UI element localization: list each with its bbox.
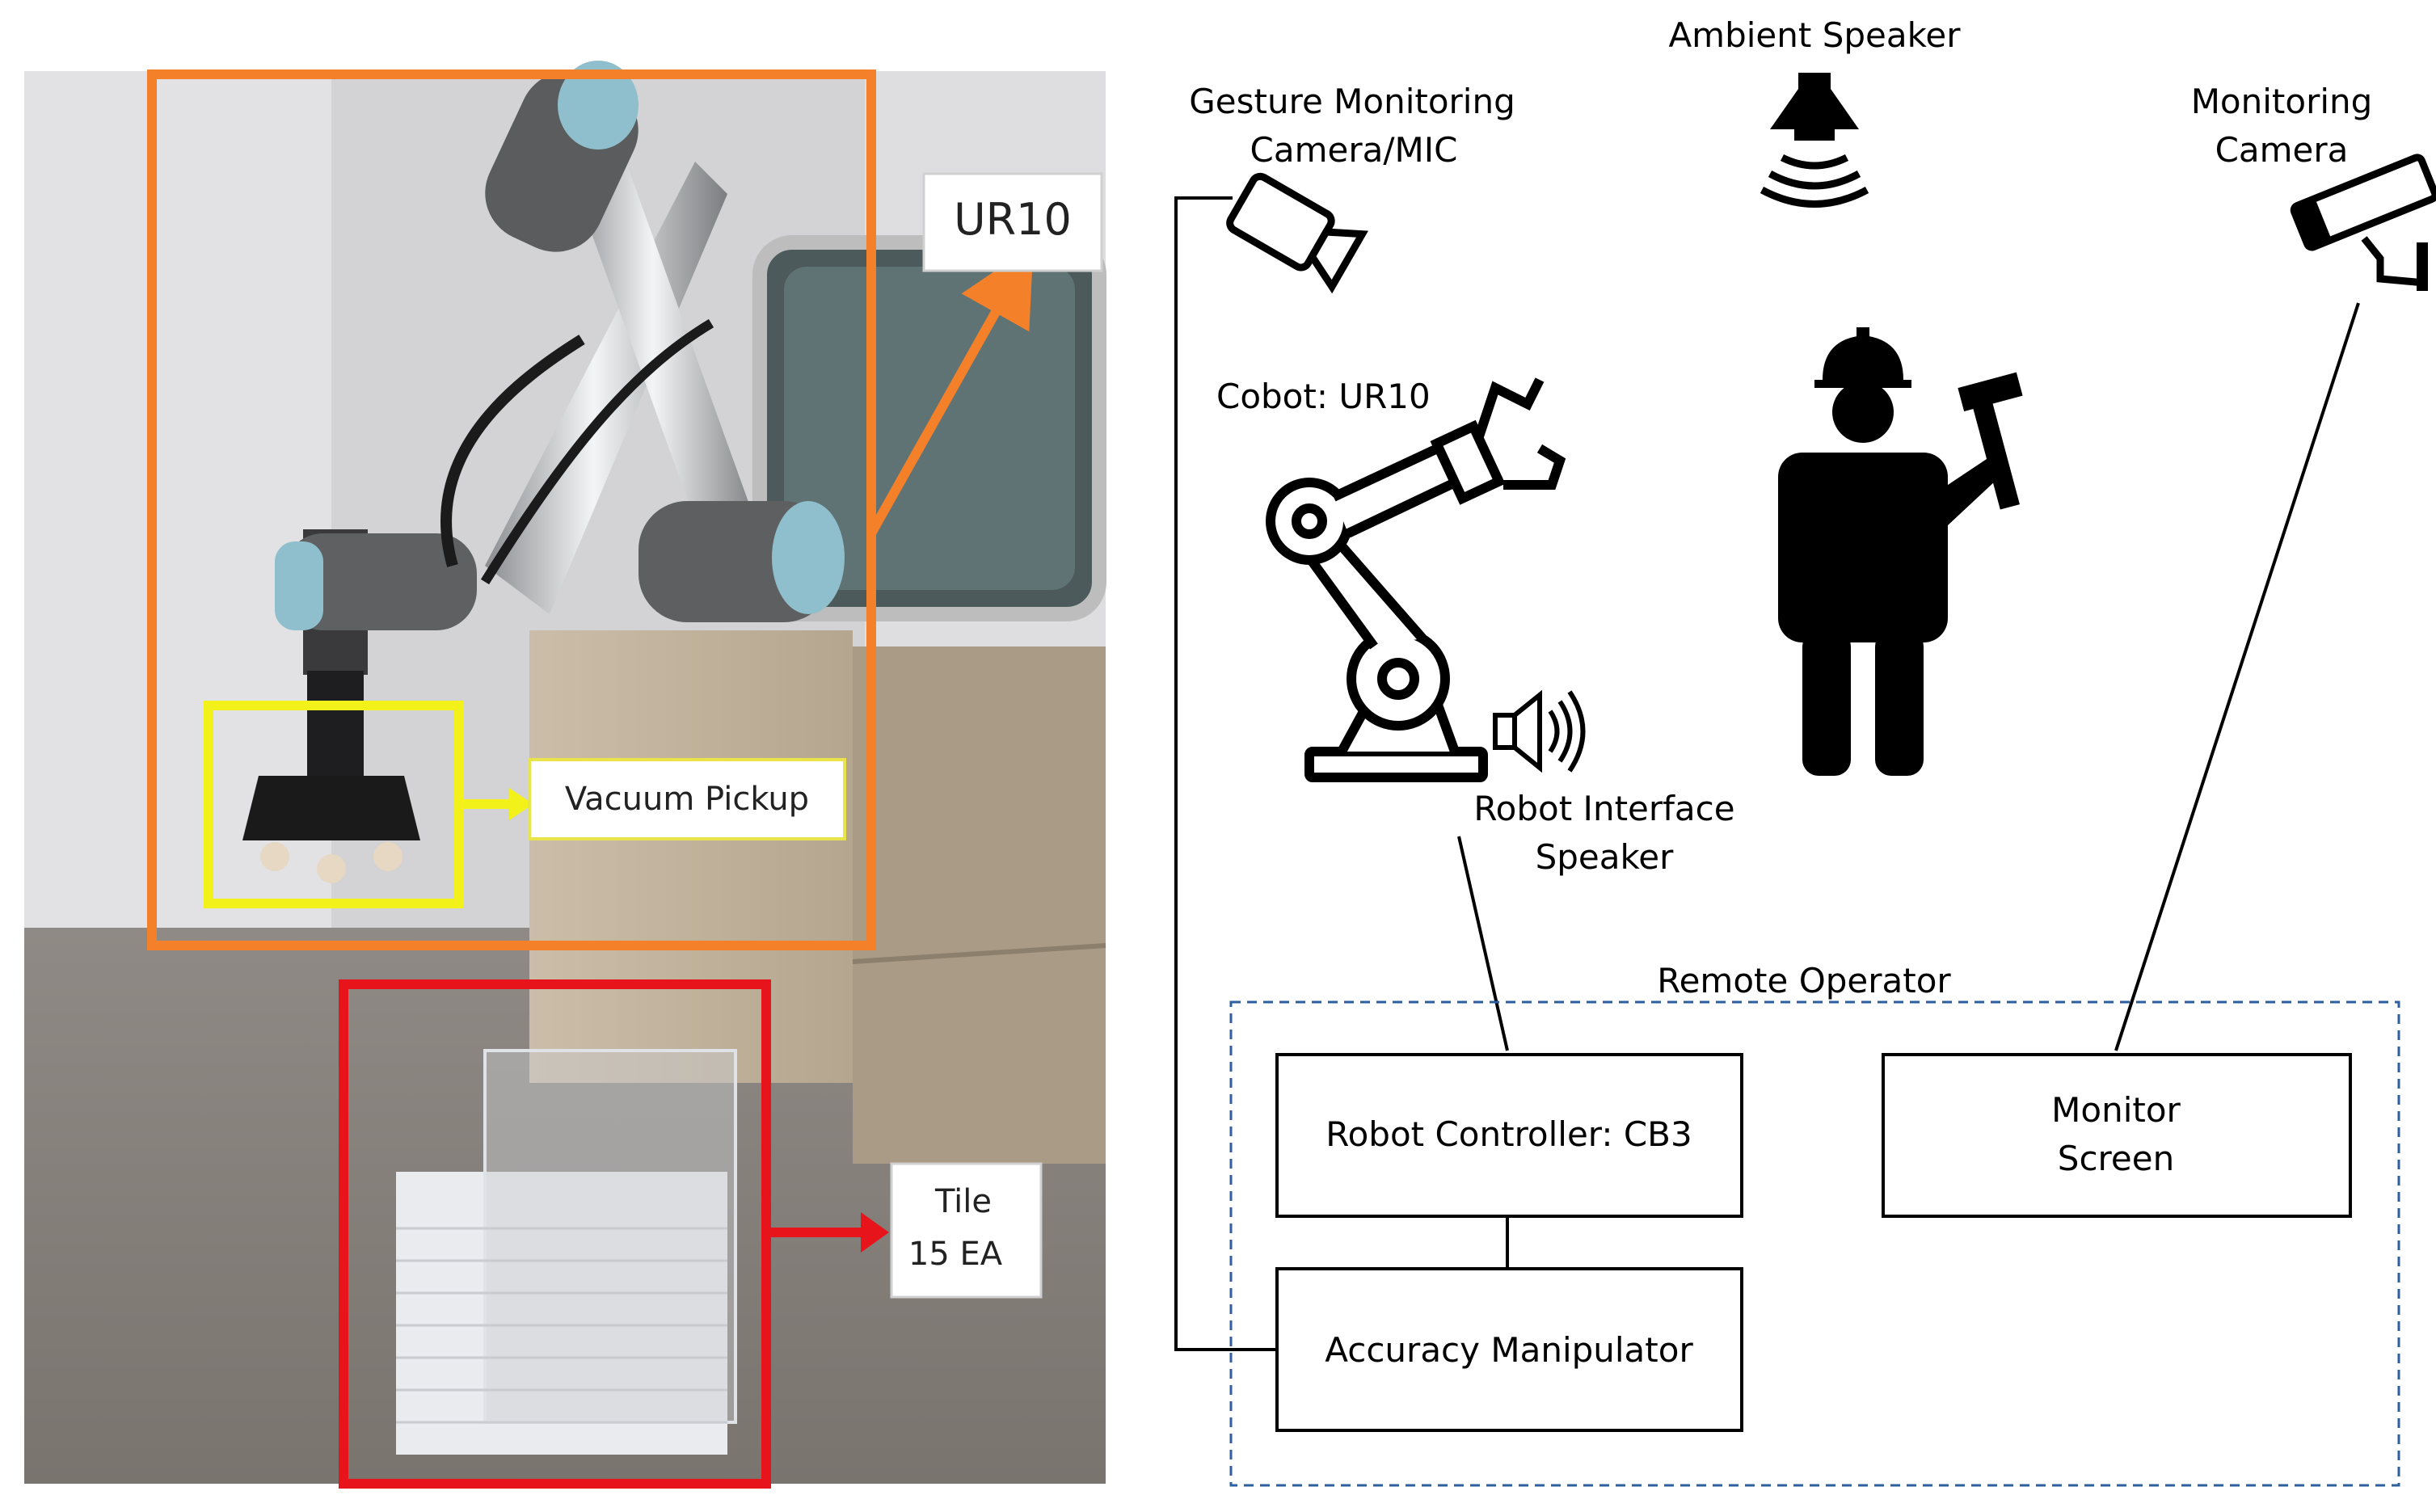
worker-hardhat-icon [1778, 327, 2023, 776]
robot-speaker-label-line1: Robot Interface [1473, 789, 1734, 828]
accuracy-manipulator-box [1275, 1267, 1743, 1432]
ur10-callout-arrow [866, 245, 1034, 536]
vacuum-callout-arrowhead [509, 788, 533, 820]
monitoring-camera-connector [2114, 302, 2360, 1051]
cabinet-drawer-line [852, 943, 1106, 964]
cobot-label: Cobot: UR10 [1216, 377, 1431, 416]
tile-callout-box [890, 1162, 1043, 1299]
monitor-screen-label-line2: Screen [2058, 1139, 2174, 1178]
ambient-speaker-label: Ambient Speaker [1668, 15, 1961, 55]
cabinet [529, 630, 853, 1083]
ur10-callout-label: UR10 [954, 194, 1072, 245]
sound-speaker-icon [1493, 689, 1586, 773]
remote-operator-region [1229, 1000, 2400, 1487]
monitoring-camera-label-line2: Camera [2215, 130, 2349, 170]
gesture-camera-connector [1174, 196, 1277, 1351]
vacuum-callout-label: Vacuum Pickup [565, 781, 809, 818]
tile-stack [396, 1049, 737, 1455]
photo-panel: UR10 Vacuum Pickup Tile 15 EA [24, 61, 1106, 1489]
monitoring-camera-label-line1: Monitoring [2191, 82, 2373, 121]
tile-callout-label-line2: 15 EA [908, 1236, 1003, 1273]
robot-controller-label: Robot Controller: CB3 [1325, 1114, 1692, 1154]
remote-operator-label: Remote Operator [1657, 961, 1951, 1000]
robot-arm-photo [242, 61, 845, 883]
gesture-camera-label-line2: Camera/MIC [1250, 130, 1458, 170]
accuracy-manipulator-label: Accuracy Manipulator [1325, 1330, 1693, 1370]
robot-arm-icon [1266, 377, 1566, 782]
cabinet-side [853, 646, 1106, 1164]
ur10-highlight-box [147, 69, 876, 950]
monitor-screen-box [1882, 1053, 2352, 1218]
speaker-cone-icon [1760, 73, 1869, 208]
vacuum-callout-box [528, 758, 846, 840]
tile-callout-label-line1: Tile [934, 1183, 992, 1220]
monitor-screen-label-line1: Monitor [2051, 1090, 2181, 1130]
cctv-camera-icon [2290, 154, 2436, 291]
ur10-callout-box [922, 172, 1103, 272]
video-camera-icon [1226, 172, 1368, 294]
robot-speaker-connector [1457, 836, 1509, 1051]
gesture-camera-label-line1: Gesture Monitoring [1189, 82, 1515, 121]
tile-callout-arrowhead [861, 1212, 889, 1253]
robot-controller-box [1275, 1053, 1743, 1218]
system-diagram: Ambient Speaker Gesture Monitoring Camer… [1174, 15, 2436, 1487]
robot-speaker-label-line2: Speaker [1536, 837, 1675, 877]
